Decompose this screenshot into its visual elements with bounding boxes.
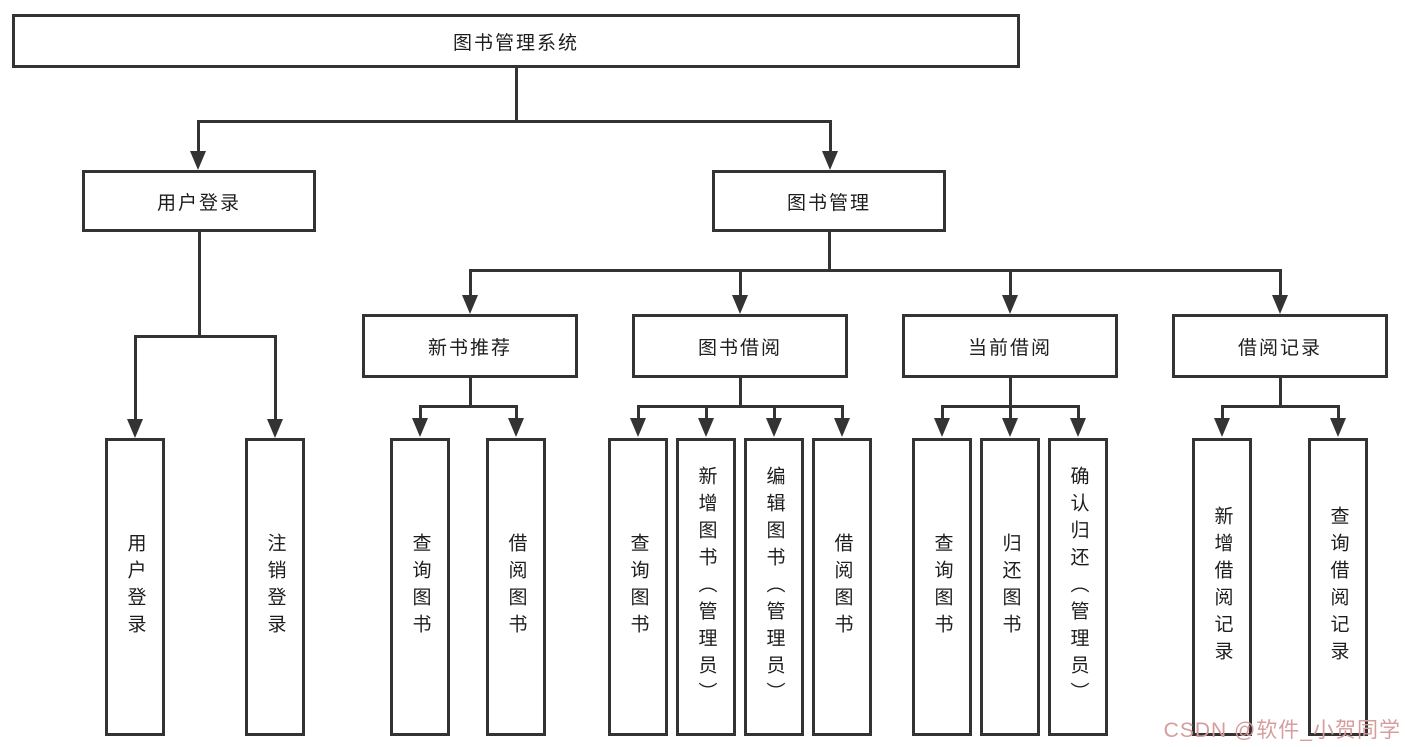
leaf-logout: 注销登录 [245,438,305,736]
leaf-label: 查询图书 [409,533,431,641]
connector-line [638,405,843,408]
leaf-nb-borrow-books: 借阅图书 [486,438,546,736]
connector-line [469,378,472,407]
connector-line [515,405,518,419]
connector-line [1221,405,1224,419]
arrow-down-icon [822,151,838,170]
leaf-bb-add-books-admin: 新增图书（管理员） [676,438,736,736]
arrow-down-icon [508,418,524,437]
leaf-label: 确认归还（管理员） [1067,465,1089,709]
connector-line [1279,378,1282,407]
leaf-label: 新增借阅记录 [1211,506,1233,668]
arrow-down-icon [698,418,714,437]
leaf-user-login: 用户登录 [105,438,165,736]
connector-line [1009,405,1012,419]
node-user-login-branch: 用户登录 [82,170,316,232]
connector-line [1279,269,1282,297]
node-current-borrowing: 当前借阅 [902,314,1118,378]
leaf-cb-confirm-return-admin: 确认归还（管理员） [1048,438,1108,736]
leaf-bb-edit-books-admin: 编辑图书（管理员） [744,438,804,736]
connector-line [470,269,1281,272]
leaf-nb-query-books: 查询图书 [390,438,450,736]
leaf-label: 编辑图书（管理员） [763,465,785,709]
leaf-label: 注销登录 [264,533,286,641]
connector-line [1337,405,1340,419]
arrow-down-icon [1272,295,1288,314]
connector-line [198,232,201,338]
leaf-label: 用户登录 [124,533,146,641]
node-book-borrowing: 图书借阅 [632,314,848,378]
connector-line [135,335,277,338]
arrow-down-icon [462,295,478,314]
node-book-management: 图书管理 [712,170,946,232]
arrow-down-icon [1002,295,1018,314]
leaf-bb-query-books: 查询图书 [608,438,668,736]
connector-line [637,405,640,419]
node-system-root: 图书管理系统 [12,14,1020,68]
connector-line [829,120,832,154]
leaf-label: 归还图书 [999,533,1021,641]
arrow-down-icon [412,418,428,437]
connector-line [197,120,831,123]
arrow-down-icon [630,418,646,437]
arrow-down-icon [1070,418,1086,437]
connector-line [515,68,518,122]
leaf-br-query-record: 查询借阅记录 [1308,438,1368,736]
connector-line [197,120,200,154]
arrow-down-icon [1214,418,1230,437]
connector-line [828,232,831,272]
leaf-label: 新增图书（管理员） [695,465,717,709]
arrow-down-icon [766,418,782,437]
connector-line [941,405,944,419]
connector-line [739,378,742,407]
connector-line [1009,269,1012,297]
connector-line [469,269,472,297]
arrow-down-icon [732,295,748,314]
leaf-label: 查询图书 [627,533,649,641]
arrow-down-icon [934,418,950,437]
arrow-down-icon [127,419,143,438]
node-borrowing-records: 借阅记录 [1172,314,1388,378]
connector-line [1222,405,1339,408]
arrow-down-icon [190,151,206,170]
leaf-label: 查询图书 [931,533,953,641]
connector-line [134,335,137,420]
connector-line [841,405,844,419]
node-new-book-recommend: 新书推荐 [362,314,578,378]
leaf-cb-query-books: 查询图书 [912,438,972,736]
csdn-watermark: CSDN @软件_小贺同学 [1163,719,1401,742]
arrow-down-icon [834,418,850,437]
leaf-label: 借阅图书 [831,533,853,641]
leaf-cb-return-books: 归还图书 [980,438,1040,736]
connector-line [705,405,708,419]
arrow-down-icon [267,419,283,438]
connector-line [773,405,776,419]
connector-line [274,335,277,420]
leaf-label: 查询借阅记录 [1327,506,1349,668]
connector-line [420,405,517,408]
leaf-bb-borrow-books: 借阅图书 [812,438,872,736]
leaf-label: 借阅图书 [505,533,527,641]
connector-line [1009,378,1012,407]
connector-line [1077,405,1080,419]
leaf-br-add-record: 新增借阅记录 [1192,438,1252,736]
arrow-down-icon [1330,418,1346,437]
connector-line [739,269,742,297]
connector-line [419,405,422,419]
arrow-down-icon [1002,418,1018,437]
